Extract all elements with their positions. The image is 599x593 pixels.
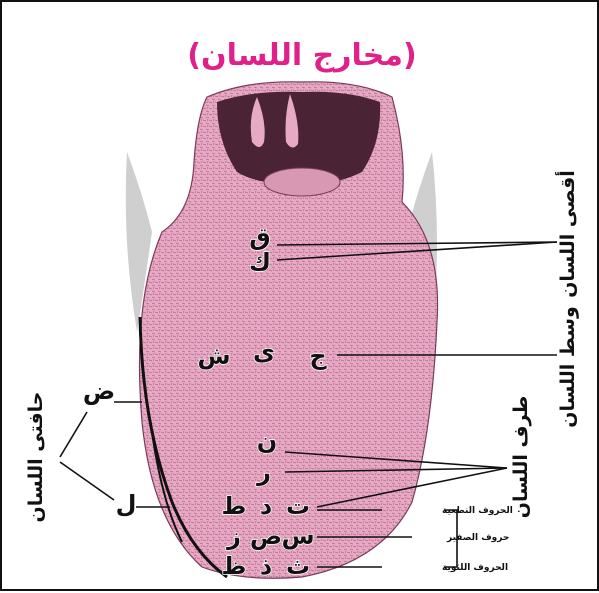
label-lathawiya: الحروف اللثوية bbox=[442, 563, 508, 573]
letter-sheen: ش bbox=[197, 342, 230, 370]
label-safeer: حروف الصفير bbox=[446, 533, 509, 543]
line-hafata-lower bbox=[60, 462, 114, 500]
letter-taa: ت bbox=[286, 492, 310, 520]
label-taraf: طرف اللسان bbox=[510, 396, 532, 519]
label-wasat: وسط اللسان bbox=[557, 306, 579, 428]
letter-tta: ط bbox=[222, 492, 247, 520]
letter-sad: ص bbox=[250, 522, 282, 550]
label-hafata: حافتى اللسان bbox=[25, 392, 47, 523]
page-title: (مخارج اللسان) bbox=[187, 38, 416, 73]
line-hafata-upper bbox=[60, 412, 87, 457]
letter-ya: ى bbox=[253, 338, 275, 366]
letter-ra: ر bbox=[256, 458, 271, 486]
letter-dad: ض bbox=[83, 377, 115, 405]
letter-qaf: ق bbox=[249, 223, 270, 251]
tongue-root bbox=[264, 168, 340, 196]
letter-dhal: ذ bbox=[260, 552, 272, 580]
letter-tha: ث bbox=[286, 552, 310, 580]
letter-kaf: ك bbox=[249, 248, 271, 276]
letter-jeem: ج bbox=[309, 342, 327, 370]
letter-zay: ز bbox=[226, 522, 241, 550]
letter-dal: د bbox=[260, 492, 272, 520]
label-nitiya: الحروف النطعية bbox=[442, 506, 513, 516]
letter-seen: س bbox=[281, 522, 314, 550]
letter-lam: ل bbox=[116, 490, 137, 518]
letter-zha: ظ bbox=[222, 552, 247, 580]
label-aqsa: أقصى اللسان bbox=[555, 170, 579, 298]
letter-noon: ن bbox=[257, 427, 277, 455]
